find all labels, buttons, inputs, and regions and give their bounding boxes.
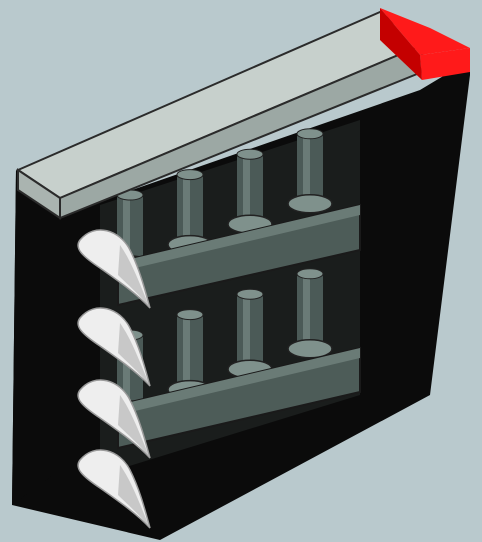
post-collar bbox=[288, 195, 332, 213]
post-highlight bbox=[183, 315, 190, 390]
post-highlight bbox=[243, 154, 250, 224]
post-highlight bbox=[303, 274, 310, 349]
post-highlight bbox=[243, 294, 250, 369]
frame-left-wall bbox=[12, 170, 60, 505]
post-highlight bbox=[183, 175, 190, 245]
post-top bbox=[297, 269, 323, 279]
post-top bbox=[177, 310, 203, 320]
post-top bbox=[237, 149, 263, 159]
post-top bbox=[297, 129, 323, 139]
post-highlight bbox=[303, 134, 310, 204]
post-top bbox=[177, 170, 203, 180]
post-top bbox=[237, 289, 263, 299]
post-collar bbox=[288, 340, 332, 358]
